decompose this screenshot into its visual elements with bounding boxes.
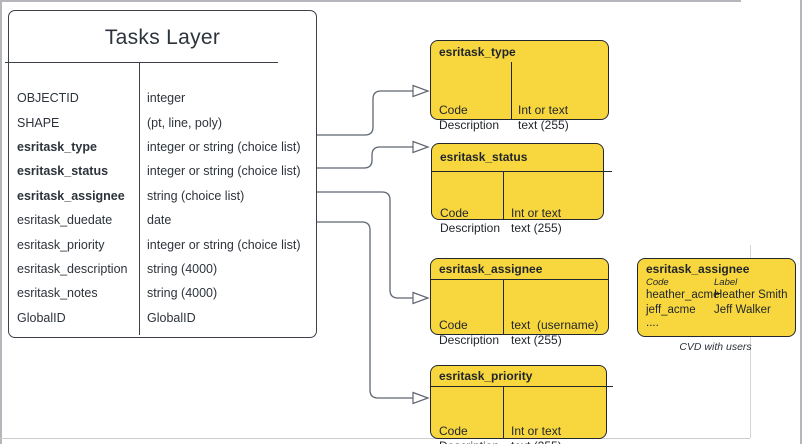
field-type: string (choice list) [147, 188, 245, 203]
tasks-layer-title: Tasks Layer [104, 26, 221, 49]
field-row: esritask_assignee string (choice list) [9, 184, 316, 208]
domain-title: esritask_priority [439, 369, 533, 383]
field-name: GlobalID [17, 310, 66, 325]
field-name: SHAPE [17, 115, 60, 130]
domain-column-divider [503, 172, 505, 219]
field-type: integer or string (choice list) [147, 164, 301, 179]
domain-title: esritask_status [440, 150, 528, 164]
field-row: OBJECTID integer [9, 86, 316, 110]
domain-title: esritask_type [439, 45, 516, 59]
field-type: date [147, 213, 172, 228]
field-name: esritask_status [17, 164, 109, 179]
field-name: esritask_description [17, 261, 128, 276]
field-name: esritask_type [17, 139, 97, 154]
arrowhead-esritask-assignee [412, 291, 430, 305]
tasks-layer-table[interactable]: Tasks Layer OBJECTID integer SHAPE (pt, li… [5, 10, 317, 338]
field-row: SHAPE (pt, line, poly) [9, 110, 316, 134]
field-name: esritask_priority [17, 237, 105, 252]
column-divider [139, 62, 141, 335]
cvd-table[interactable]: esritask_assignee Code Label heather_acm… [637, 258, 796, 337]
field-row: esritask_description string (4000) [9, 257, 316, 281]
field-type: integer or string (choice list) [147, 139, 301, 154]
field-name: esritask_notes [17, 286, 98, 301]
domain-column-divider [511, 62, 513, 119]
page-boundary-vertical [750, 245, 751, 438]
field-row: esritask_notes string (4000) [9, 281, 316, 305]
arrowhead-esritask-status [412, 140, 430, 154]
field-name: OBJECTID [17, 91, 79, 106]
field-type: integer or string (choice list) [147, 237, 301, 252]
connector-esritask-type[interactable] [314, 90, 413, 136]
cvd-header-code: Code [646, 277, 669, 288]
field-type: GlobalID [147, 310, 196, 325]
title-divider [5, 62, 278, 64]
field-row: esritask_duedate date [9, 208, 316, 232]
cvd-caption: CVD with users [679, 341, 752, 353]
cvd-code-cell: heather_acme [646, 289, 720, 301]
cvd-title: esritask_assignee [646, 262, 750, 276]
cvd-label-cell: Jeff Walker [714, 304, 771, 316]
connector-esritask-status[interactable] [314, 146, 413, 169]
field-row: esritask_status integer or string (choice… [9, 159, 316, 183]
domain-title-divider [431, 279, 608, 281]
domain-title-divider [431, 386, 613, 388]
page-boundary-horizontal [0, 438, 750, 439]
cvd-label-cell: Heather Smith [714, 289, 788, 301]
field-row: esritask_priority integer or string (choi… [9, 232, 316, 256]
window-border-left [0, 0, 2, 444]
field-name: esritask_duedate [17, 213, 113, 228]
field-rows: OBJECTID integer SHAPE (pt, line, poly) es… [9, 86, 316, 330]
field-type: integer [147, 91, 186, 106]
field-type: string (4000) [147, 286, 218, 301]
domain-title-divider [431, 171, 612, 173]
domain-title: esritask_assignee [439, 262, 543, 276]
domain-right-cell: text (username)text (255) [511, 318, 599, 347]
window-border-right [800, 0, 802, 444]
field-row: GlobalID GlobalID [9, 306, 316, 330]
arrowhead-esritask-priority [412, 391, 430, 405]
cvd-code-cell: jeff_acme [646, 304, 696, 316]
connector-esritask-priority[interactable] [314, 221, 413, 399]
field-type: (pt, line, poly) [147, 115, 223, 130]
domain-column-divider [503, 279, 505, 334]
field-type: string (4000) [147, 261, 218, 276]
connector-esritask-assignee[interactable] [314, 191, 413, 299]
cvd-code-cell: .... [646, 317, 659, 329]
cvd-header-label: Label [714, 277, 738, 288]
field-row: esritask_type integer or string (choice l… [9, 135, 316, 159]
window-border-top [0, 0, 741, 2]
field-name: esritask_assignee [17, 188, 125, 203]
arrowhead-esritask-type [412, 84, 430, 98]
domain-column-divider [503, 386, 505, 438]
